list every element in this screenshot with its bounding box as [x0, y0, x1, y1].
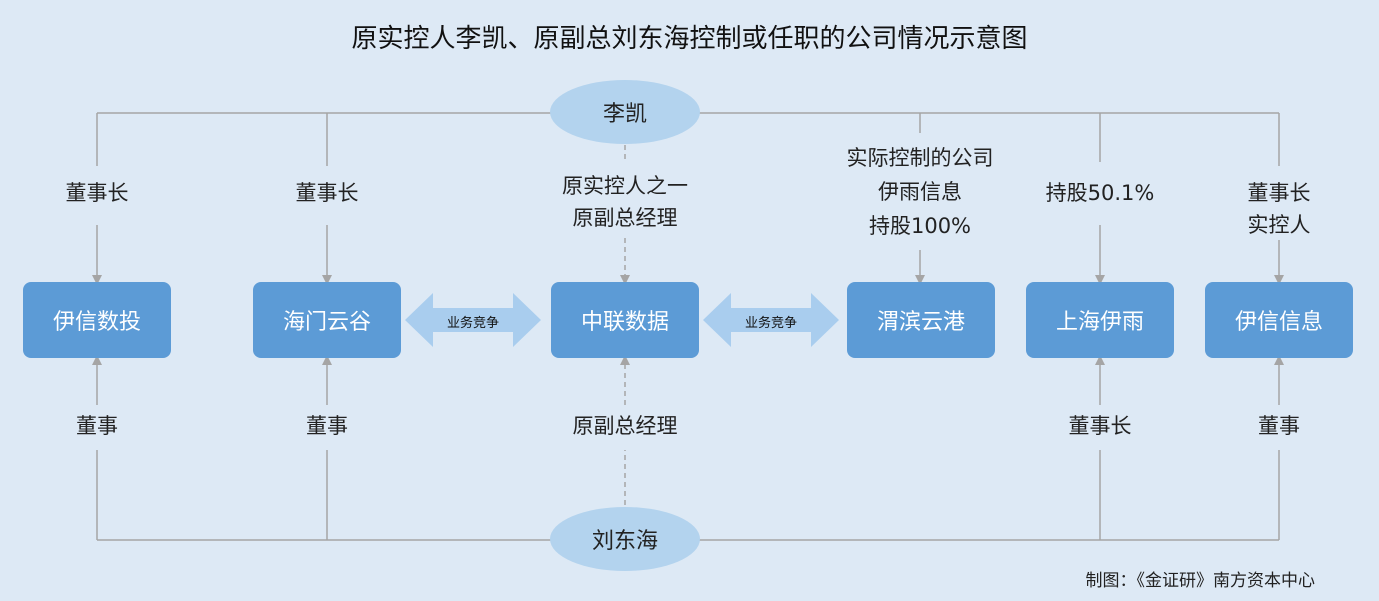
top-relation-label-6-line1: 董事长 [1247, 181, 1311, 205]
top-relation-label-4-line2: 伊雨信息 [878, 180, 962, 204]
competition-label-left: 业务竞争 [446, 316, 500, 331]
person-top-ellipse: 李凯 [550, 80, 700, 144]
bottom-relation-label-6: 董事 [1258, 414, 1300, 438]
page-title: 原实控人李凯、原副总刘东海控制或任职的公司情况示意图 [351, 24, 1028, 54]
company-box-5: 上海伊雨 [1026, 282, 1174, 358]
top-relation-label-6-line2: 实控人 [1247, 213, 1311, 237]
company-label-1: 伊信数投 [52, 310, 141, 335]
top-relation-label-2: 董事长 [295, 181, 359, 205]
top-relation-label-4-line1: 实际控制的公司 [846, 146, 994, 170]
bottom-relation-label-1: 董事 [76, 414, 118, 438]
top-relation-label-1: 董事长 [65, 181, 129, 205]
company-label-3: 中联数据 [580, 310, 669, 335]
top-relation-label-4: 实际控制的公司 伊雨信息 持股100% [847, 141, 994, 243]
company-label-5: 上海伊雨 [1055, 310, 1144, 335]
company-box-4: 渭滨云港 [847, 282, 995, 358]
person-top-label: 李凯 [602, 102, 647, 127]
person-bottom-label: 刘东海 [591, 529, 658, 554]
bottom-relation-label-3: 原副总经理 [572, 414, 678, 438]
top-relation-label-3-line2: 原副总经理 [572, 206, 678, 230]
company-label-6: 伊信信息 [1234, 310, 1323, 335]
company-box-6: 伊信信息 [1205, 282, 1353, 358]
company-box-2: 海门云谷 [253, 282, 401, 358]
top-relation-label-5: 持股50.1% [1045, 181, 1155, 205]
bottom-relation-label-2: 董事 [306, 414, 348, 438]
bottom-relation-label-5: 董事长 [1068, 414, 1132, 438]
company-label-4: 渭滨云港 [876, 310, 965, 335]
top-relation-label-6: 董事长 实控人 [1248, 177, 1311, 241]
source-credit: 制图：《金证研》南方资本中心 [1085, 571, 1316, 591]
person-bottom-ellipse: 刘东海 [550, 507, 700, 571]
company-label-2: 海门云谷 [282, 310, 371, 335]
top-relation-label-3: 原实控人之一 原副总经理 [562, 170, 688, 234]
company-box-1: 伊信数投 [23, 282, 171, 358]
top-relation-label-4-line3: 持股100% [868, 214, 972, 238]
competition-label-right: 业务竞争 [744, 316, 798, 331]
company-box-3: 中联数据 [551, 282, 699, 358]
competition-arrow-left [405, 293, 541, 347]
competition-arrow-right [703, 293, 839, 347]
top-relation-label-3-line1: 原实控人之一 [562, 174, 688, 198]
